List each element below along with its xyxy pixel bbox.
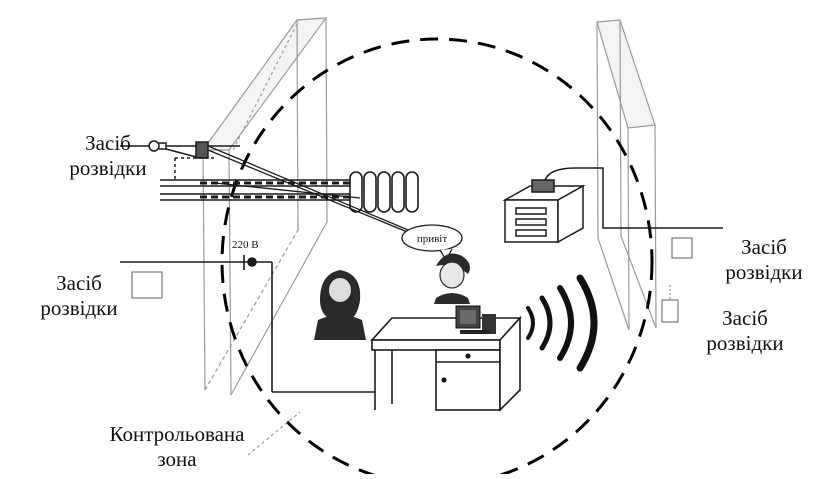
desk	[372, 318, 520, 410]
speech-bubble-text: привіт	[417, 233, 448, 245]
radiator	[350, 172, 418, 212]
recon-device-right-upper	[672, 238, 692, 258]
left-wall	[203, 18, 327, 395]
recon-device-right-lower	[662, 300, 678, 322]
right-wall	[597, 20, 656, 330]
person-woman-icon	[314, 270, 366, 340]
recon-device-mid-left	[132, 272, 162, 298]
person-man-icon	[434, 254, 470, 304]
voltage-label: 220 В	[232, 239, 259, 251]
radio-waves-icon	[528, 278, 594, 368]
printer-cabinet	[505, 180, 583, 242]
